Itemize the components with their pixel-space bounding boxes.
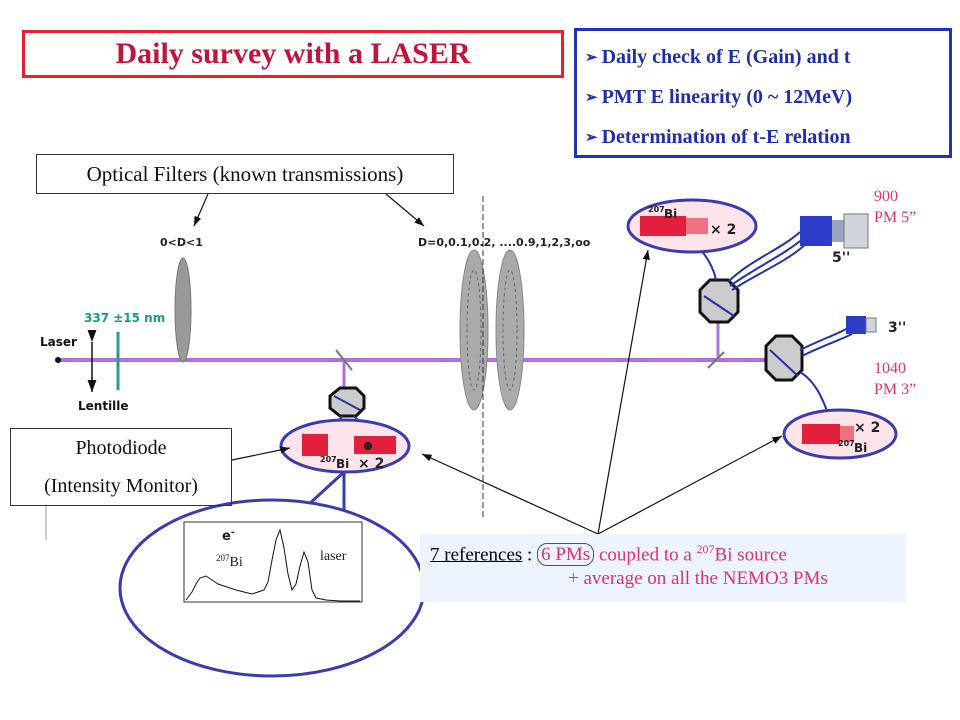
check-item-linearity: ➢PMT E linearity (0 ~ 12MeV) xyxy=(585,85,853,108)
inset-electron-label: e- xyxy=(222,528,235,544)
photodiode-splitter xyxy=(328,349,373,437)
lentille-label: Lentille xyxy=(78,399,129,413)
spectrum-inset xyxy=(118,498,426,678)
svg-text:207: 207 xyxy=(838,439,855,448)
check-item-relation: ➢Determination of t-E relation xyxy=(585,125,851,148)
references-label: 7 references xyxy=(430,544,523,566)
svg-text:× 2: × 2 xyxy=(358,456,384,472)
filter-set-label: D=0,0.1,0.2, ....0.9,1,2,3,oo xyxy=(418,236,591,249)
pm5-tube xyxy=(800,213,869,249)
photodiode-arrow xyxy=(231,446,291,461)
arrow-bullet-icon: ➢ xyxy=(585,129,598,146)
filters-arrow-right xyxy=(385,193,425,227)
svg-text:207: 207 xyxy=(320,455,337,464)
photodiode-label: Photodiode (Intensity Monitor) xyxy=(10,428,232,506)
photodiode-bi-unit: 207 Bi × 2 xyxy=(279,418,411,474)
reference-arrows xyxy=(421,249,783,535)
check-item-gain: ➢Daily check of E (Gain) and t xyxy=(585,45,851,68)
top-bi-unit: 207 Bi × 2 xyxy=(626,198,758,254)
bottom-bi-unit: × 2 207 Bi xyxy=(782,408,898,460)
arrow-bullet-icon: ➢ xyxy=(585,49,598,66)
svg-text:207: 207 xyxy=(648,205,665,214)
svg-text:Bi: Bi xyxy=(336,457,349,471)
pm3-label: 1040 PM 3” xyxy=(874,360,917,398)
filter-wheel-set xyxy=(459,249,525,411)
svg-text:Bi: Bi xyxy=(854,441,867,455)
svg-text:Bi: Bi xyxy=(664,207,677,221)
svg-text:× 2: × 2 xyxy=(854,420,880,436)
pm5-label: 900 PM 5” xyxy=(874,188,917,226)
arrow-bullet-icon: ➢ xyxy=(585,89,598,106)
filters-label: Optical Filters (known transmissions) xyxy=(36,154,454,194)
svg-text:× 2: × 2 xyxy=(710,222,736,238)
pm5-splitter xyxy=(671,225,807,324)
pm5-size: 5'' xyxy=(832,250,850,266)
filter-small-label: 0<D<1 xyxy=(160,236,203,249)
inset-laser-label: laser xyxy=(320,549,347,564)
checks-list: ➢Daily check of E (Gain) and t ➢PMT E li… xyxy=(574,28,952,158)
inset-bi-label: 207Bi xyxy=(216,553,243,570)
spectrum-curve xyxy=(185,528,360,602)
page-title: Daily survey with a LASER xyxy=(22,30,564,78)
laser-label: Laser xyxy=(40,335,77,349)
filters-arrow-left xyxy=(193,193,209,227)
pm3-size: 3'' xyxy=(888,320,906,336)
references-average: + average on all the NEMO3 PMs xyxy=(568,568,828,590)
references-note: 7 references : 6 PMs coupled to a 207Bi … xyxy=(420,534,906,602)
wavelength-label: 337 ±15 nm xyxy=(84,311,165,325)
pms-highlight: 6 PMs xyxy=(537,543,595,567)
filter-small xyxy=(174,257,192,363)
pm3-tube xyxy=(846,316,877,334)
laser-beam xyxy=(55,300,790,400)
